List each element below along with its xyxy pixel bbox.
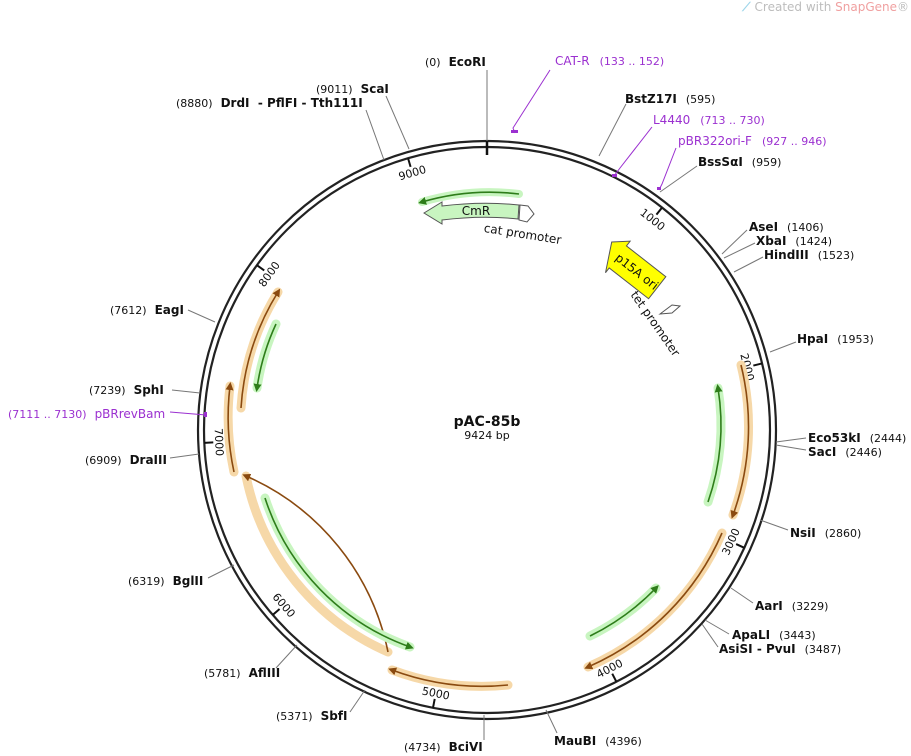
- snapgene-watermark: ⟋Created with SnapGene®: [742, 0, 909, 14]
- site-maubi: MauBI(4396): [554, 734, 642, 748]
- tick-mark-5000: [432, 698, 436, 708]
- green-arc-upper-left-line: [253, 323, 277, 392]
- tick-mark-9000: [407, 157, 412, 168]
- site-sbfi: (5371)SbfI: [276, 709, 348, 723]
- green-arc-top-line: [418, 191, 520, 205]
- cat-promoter-label: cat promoter: [483, 221, 562, 247]
- green-arc-lower-right-line: [589, 585, 659, 637]
- primer-pbr322ori-f: pBR322ori-F(927 .. 946): [678, 134, 827, 148]
- orange-arc-lower-right-line: [584, 532, 723, 670]
- site-nsii: NsiI(2860): [790, 526, 861, 540]
- site-apali: ApaLI(3443): [732, 628, 816, 642]
- tet-promoter-label: tet promoter: [628, 288, 683, 359]
- orange-arc-right-line: [730, 364, 750, 519]
- site-eco53ki: Eco53kI(2444): [808, 431, 906, 445]
- feature-arcs: [223, 188, 754, 691]
- green-arc-right: [703, 383, 726, 507]
- site-hindiii: HindIII(1523): [764, 248, 854, 262]
- tick-label-8000: 8000: [256, 259, 283, 289]
- tet-promoter-arrow: [658, 304, 682, 315]
- orange-arc-upper-left-line: [240, 288, 281, 409]
- site-afliii: (5781)AflIII: [204, 666, 280, 680]
- tick-mark-1000: [655, 206, 663, 216]
- cmr-label: CmR: [462, 204, 490, 218]
- site-labels: (0)EcoRI BstZ17I(595) BssSαI(959) AseI(1…: [85, 55, 906, 754]
- site-bsssai: BssSαI(959): [698, 155, 781, 169]
- plasmid-length: 9424 bp: [464, 429, 509, 442]
- orange-arc-lower-left-line: [242, 473, 389, 653]
- tick-label-1000: 1000: [637, 206, 667, 234]
- site-bcivi: (4734)BciVI: [404, 740, 483, 754]
- orange-arc-bottom-line: [388, 667, 509, 688]
- orange-arc-lower-right: [583, 528, 727, 672]
- primer-pbrrevbam: (7111 .. 7130)pBRrevBam: [8, 407, 165, 421]
- site-ecori: (0)EcoRI: [425, 55, 486, 69]
- primer-labels: CAT-R(133 .. 152) L4440(713 .. 730) pBR3…: [8, 54, 827, 421]
- site-draiii: (6909)DraIII: [85, 453, 167, 467]
- tick-label-5000: 5000: [421, 685, 451, 703]
- orange-arc-lower-left: [241, 471, 393, 657]
- site-hpai: HpaI(1953): [797, 332, 874, 346]
- site-scai: (9011)ScaI: [316, 82, 389, 96]
- tick-mark-2000: [753, 362, 763, 367]
- green-arc-right-line: [707, 384, 723, 503]
- site-drdi-pflfi-tth111i: (8880)DrdI - PflFI - Tth111I: [176, 96, 363, 110]
- site-saci: SacI(2446): [808, 445, 882, 459]
- green-arc-lower-left-line: [264, 497, 414, 650]
- plasmid-name: pAC-85b: [454, 414, 521, 430]
- snapgene-logo-icon: ⟋: [742, 0, 751, 14]
- tick-label-9000: 9000: [397, 163, 428, 183]
- tick-mark-3000: [735, 543, 745, 549]
- primer-l4440: L4440(713 .. 730): [653, 113, 765, 127]
- cmr-feature: [423, 201, 520, 225]
- primer-cat-r: CAT-R(133 .. 152): [555, 54, 664, 68]
- tick-mark-4000: [611, 673, 618, 683]
- p15a-ori-shape: [605, 240, 667, 300]
- site-bglii: (6319)BglII: [128, 574, 203, 588]
- site-asisi-pvui: AsiSI - PvuI(3487): [719, 642, 841, 656]
- tick-label-7000: 7000: [212, 428, 226, 457]
- tick-mark-6000: [272, 608, 281, 616]
- orange-arc-left-line: [225, 382, 235, 473]
- site-sphi: (7239)SphI: [89, 383, 164, 397]
- site-xbai: XbaI(1424): [756, 234, 832, 248]
- site-leaders: [169, 70, 807, 740]
- site-eagi: (7612)EagI: [110, 303, 184, 317]
- site-asei: AseI(1406): [749, 220, 824, 234]
- primer-ticks: [204, 130, 661, 417]
- site-bstz17i: BstZ17I(595): [625, 92, 715, 106]
- tick-mark-8000: [256, 264, 265, 272]
- cat-promoter-arrow: [518, 204, 535, 223]
- site-aari: AarI(3229): [755, 599, 828, 613]
